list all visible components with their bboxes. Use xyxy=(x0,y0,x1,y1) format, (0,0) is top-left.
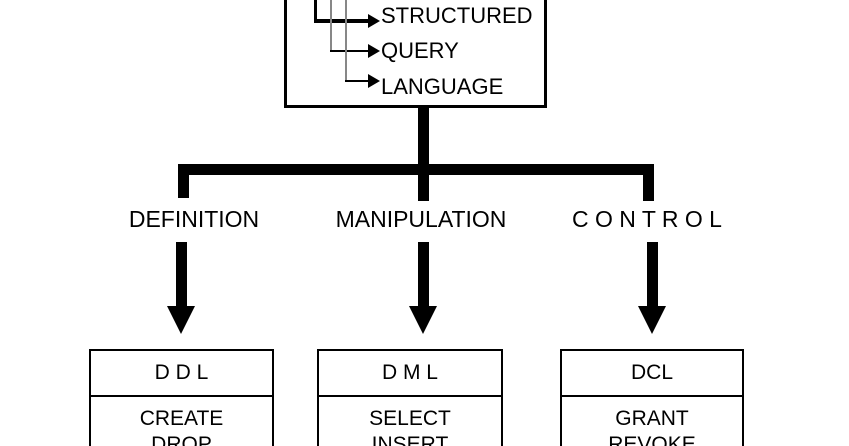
root-word-language: LANGUAGE xyxy=(381,74,504,99)
arrow-right-icon xyxy=(368,44,380,58)
branch-label-definition: DEFINITION xyxy=(128,206,260,232)
dml-item: INSERT xyxy=(371,433,449,446)
language-connector-line xyxy=(345,80,368,82)
query-connector-line xyxy=(330,50,368,52)
dml-box: D M L SELECT INSERT xyxy=(317,349,503,446)
ddl-box-items: CREATE DROP xyxy=(91,397,272,446)
dml-box-items: SELECT INSERT xyxy=(319,397,501,446)
arrow-down-icon xyxy=(409,306,437,334)
root-word-query: QUERY xyxy=(381,38,459,63)
trunk-line xyxy=(418,106,429,201)
ddl-item: CREATE xyxy=(139,407,224,430)
root-word-structured: STRUCTURED xyxy=(381,3,533,28)
branch-bus-line xyxy=(178,164,654,175)
ddl-item: DROP xyxy=(151,433,212,446)
arrow-down-icon xyxy=(638,306,666,334)
dml-item: SELECT xyxy=(369,407,451,430)
ddl-box: D D L CREATE DROP xyxy=(89,349,274,446)
dcl-item: GRANT xyxy=(615,407,689,430)
structured-connector-line xyxy=(314,0,317,23)
dcl-box-title: DCL xyxy=(562,351,742,397)
dml-box-title: D M L xyxy=(319,351,501,397)
arrow-down-icon xyxy=(418,242,429,306)
ddl-box-title: D D L xyxy=(91,351,272,397)
arrow-right-icon xyxy=(368,74,380,88)
branch-label-manipulation: MANIPULATION xyxy=(335,206,507,232)
arrow-right-icon xyxy=(368,14,380,28)
arrow-down-icon xyxy=(647,242,658,306)
arrow-down-icon xyxy=(167,306,195,334)
dcl-box: DCL GRANT REVOKE xyxy=(560,349,744,446)
right-branch-drop-line xyxy=(643,164,654,201)
structured-connector-line xyxy=(314,19,370,23)
left-branch-drop-line xyxy=(178,164,189,198)
language-connector-line xyxy=(345,0,347,82)
branch-label-control: C O N T R O L xyxy=(572,206,722,232)
root-box xyxy=(284,0,547,108)
dcl-item: REVOKE xyxy=(608,433,696,446)
arrow-down-icon xyxy=(176,242,187,306)
query-connector-line xyxy=(330,0,332,52)
dcl-box-items: GRANT REVOKE xyxy=(562,397,742,446)
